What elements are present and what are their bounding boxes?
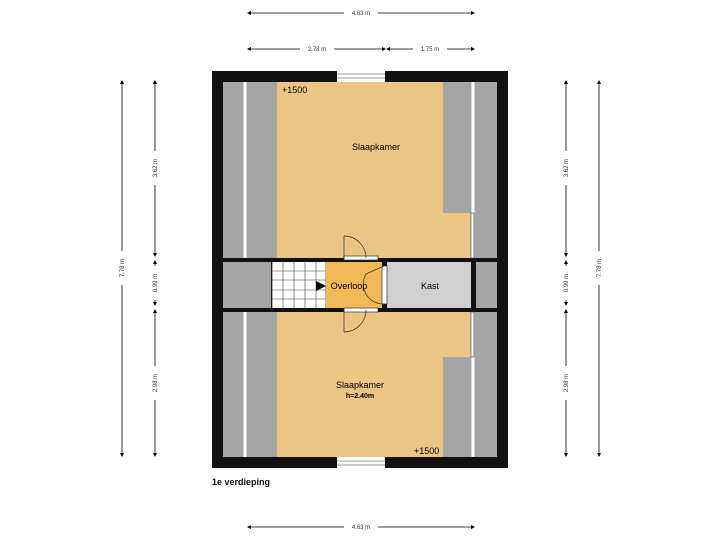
- room-label-closet: Kast: [421, 281, 440, 291]
- building: Slaapkamer Overloop Kast Slaapkamer h=2.…: [212, 71, 508, 468]
- middle-right-storage: [476, 262, 497, 308]
- dim-left-bottom: 2.98 m: [153, 374, 159, 392]
- level-marker-bottom: +1500: [414, 446, 439, 456]
- dim-total-width-top: 4.63 m: [352, 11, 370, 17]
- low-ceiling-left-top: [223, 82, 277, 258]
- low-ceiling-left-bottom: [223, 312, 277, 457]
- stair-direction-arrow: [316, 281, 326, 291]
- level-marker-top: +1500: [282, 85, 307, 95]
- dim-right-mid: 0.99 m: [564, 274, 570, 292]
- closet-floor: [387, 262, 471, 308]
- dim-width-right: 1.75 m: [421, 47, 439, 53]
- side-door-right: [470, 212, 475, 358]
- room-label-bedroom-top: Slaapkamer: [352, 142, 400, 152]
- window-top: [337, 71, 385, 82]
- dim-right-total: 7.78 m: [597, 259, 603, 277]
- room-height-bedroom-bottom: h=2.40m: [346, 393, 374, 400]
- dim-left-mid: 0.99 m: [153, 274, 159, 292]
- dim-right-bottom: 2.98 m: [564, 374, 570, 392]
- dim-right-top: 3.62 m: [564, 159, 570, 177]
- low-ceiling-right-bottom: [443, 357, 497, 457]
- dim-left-top: 3.62 m: [153, 159, 159, 177]
- floor-title: 1e verdieping: [212, 477, 271, 487]
- door-closet: [362, 265, 388, 305]
- door-bedroom-top: [343, 235, 379, 261]
- room-label-bedroom-bottom: Slaapkamer: [336, 380, 384, 390]
- low-ceiling-right-top: [443, 82, 497, 213]
- window-bottom: [337, 457, 385, 468]
- dim-width-left: 2.78 m: [308, 47, 326, 53]
- dimension-lines: 4.63 m 2.78 m 1.75 m 4.63 m 7.78 m 3.62 …: [117, 9, 604, 531]
- dim-total-width-bottom: 4.63 m: [352, 525, 370, 531]
- room-label-landing: Overloop: [331, 281, 368, 291]
- middle-left-storage: [223, 262, 271, 308]
- door-bedroom-bottom: [343, 307, 379, 333]
- dim-left-total: 7.78 m: [120, 259, 126, 277]
